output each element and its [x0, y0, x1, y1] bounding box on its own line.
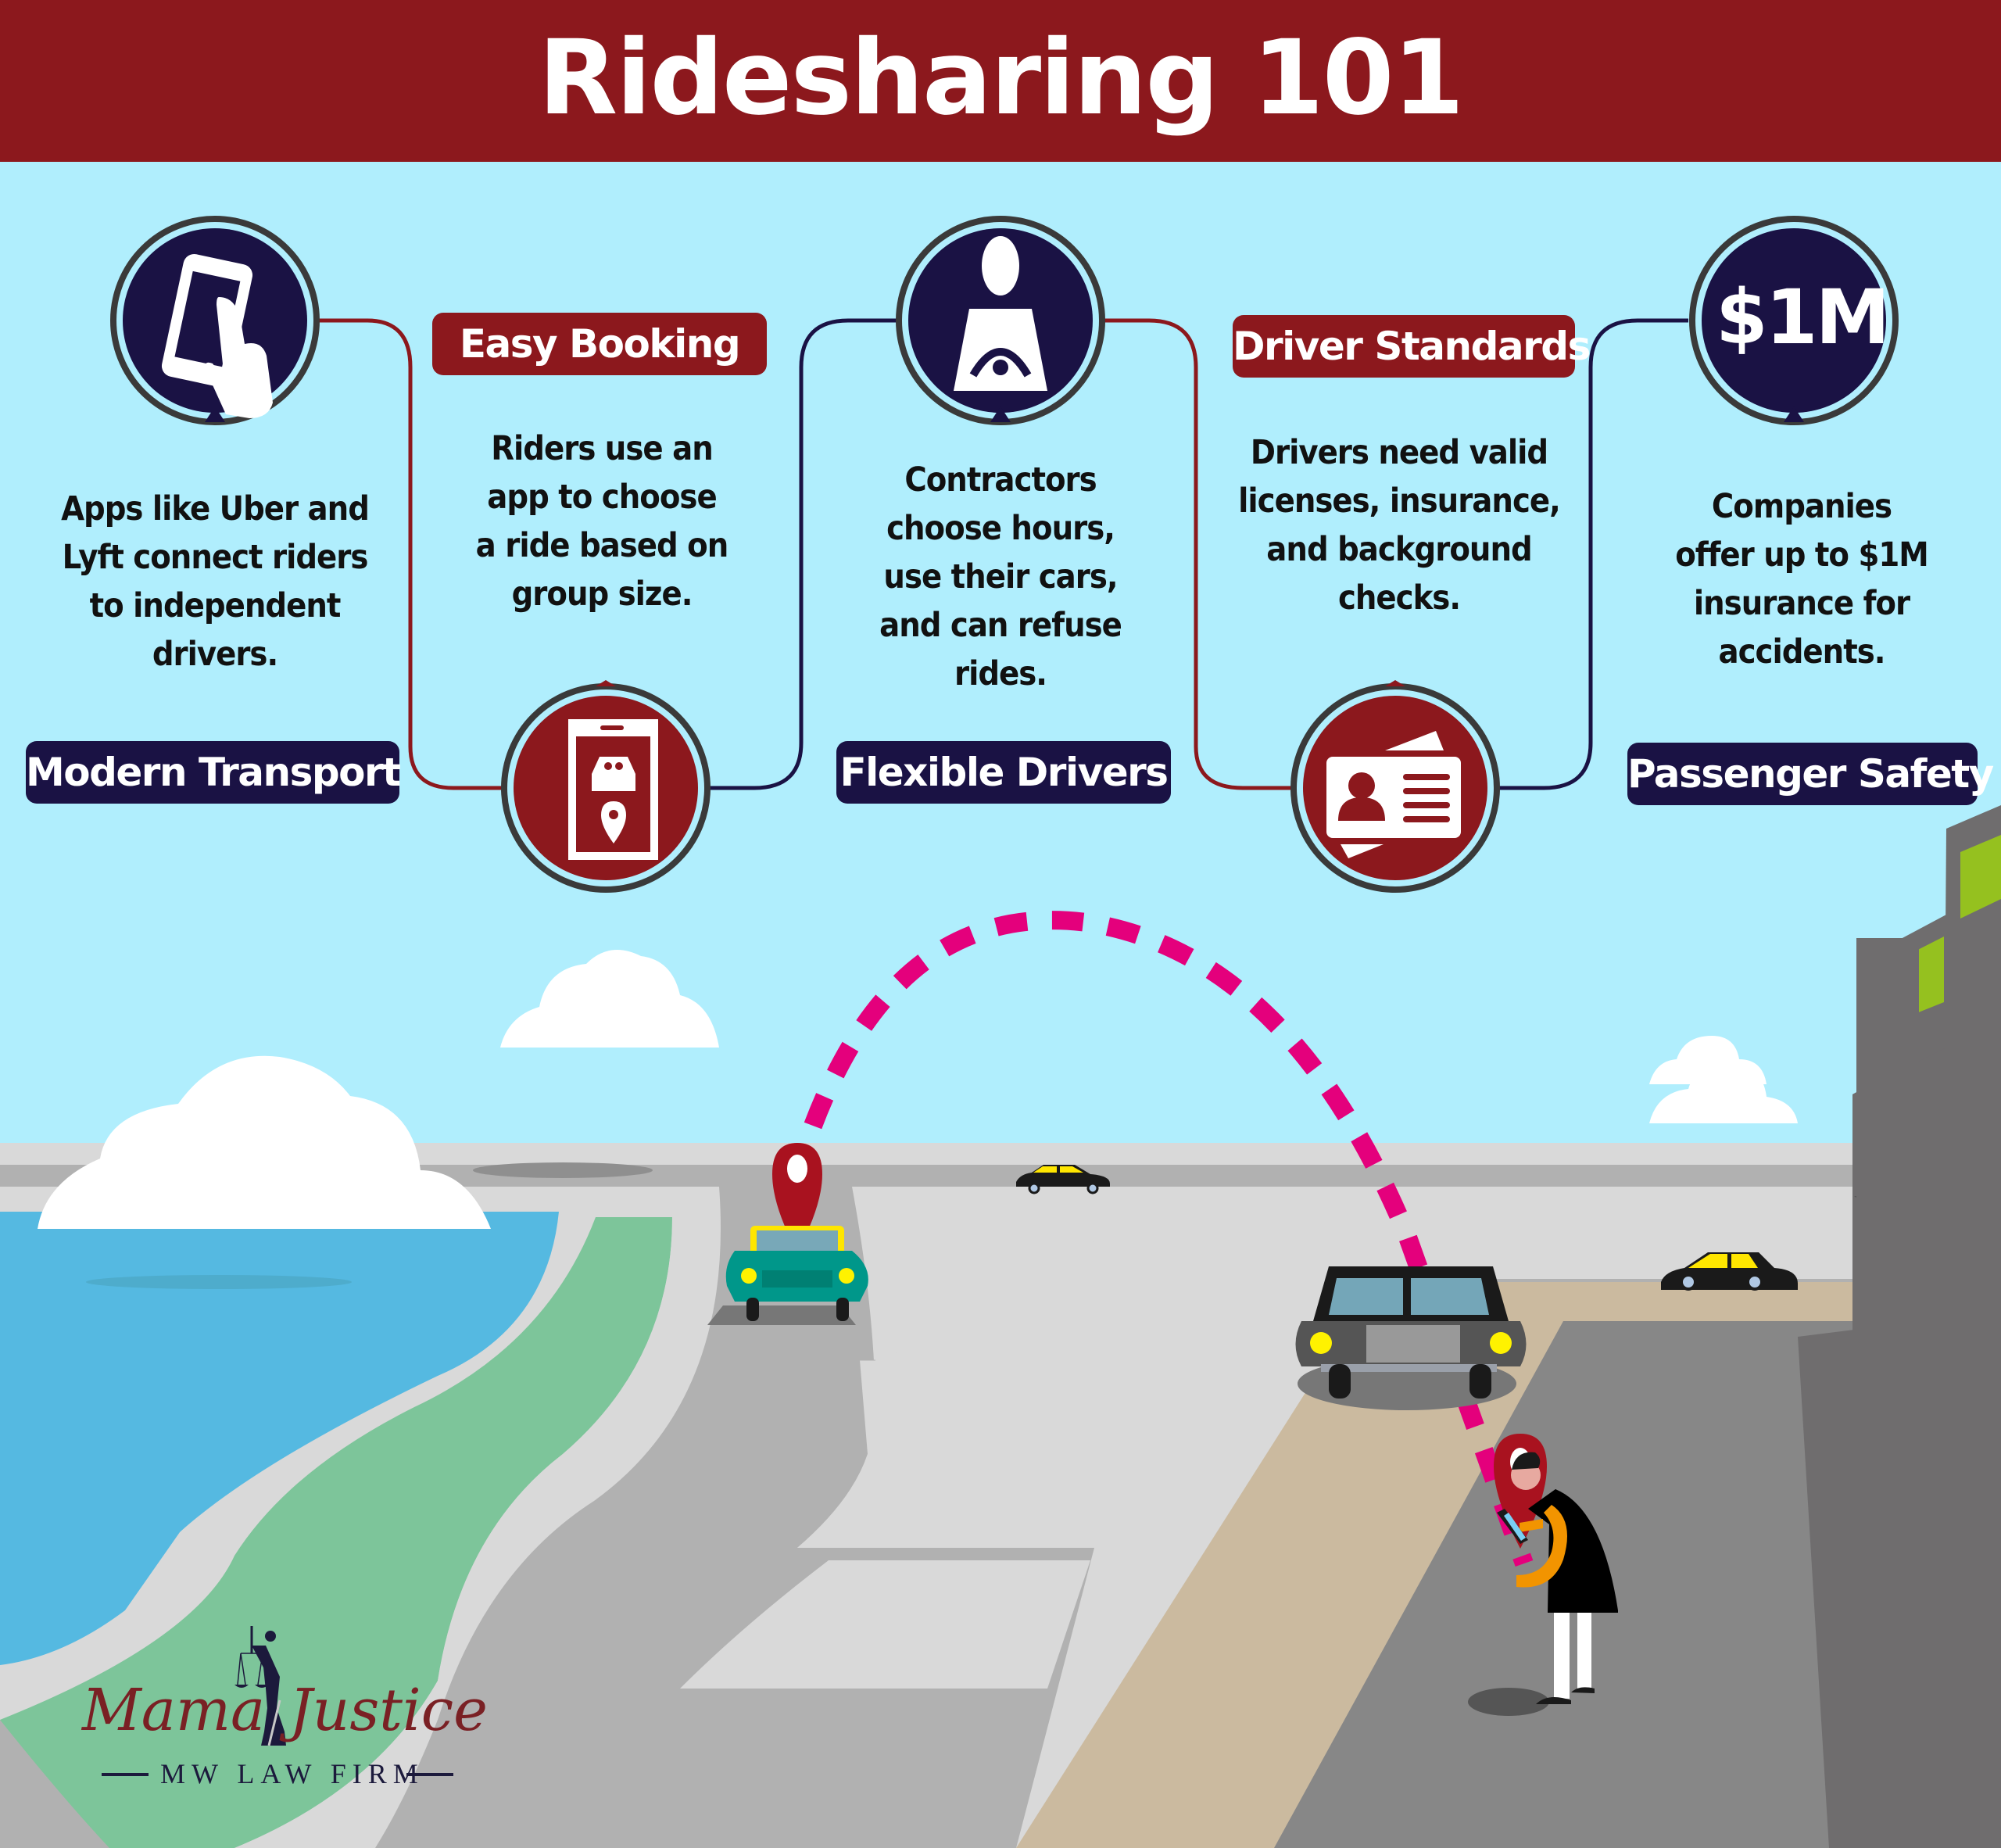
step-circle-flexible-drivers: [896, 216, 1105, 425]
teal-car-icon: [707, 1226, 868, 1325]
logo-rule-right: [406, 1773, 453, 1776]
page-title: Ridesharing 101: [538, 18, 1465, 138]
one-million-dollar-icon: $1M: [1716, 274, 1890, 361]
step-circle-modern-transport: [110, 216, 320, 425]
driver-steering-wheel-icon: [954, 236, 1047, 391]
id-card-icon: [1326, 731, 1461, 858]
description-driver-standards: Drivers need valid licenses, insurance, …: [1238, 433, 1561, 618]
building-icon: [1852, 805, 2001, 1848]
side-car-icon: [1661, 1252, 1798, 1291]
logo-name-left: Mama: [82, 1677, 266, 1744]
label-flexible-drivers: Flexible Drivers: [836, 741, 1171, 804]
label-easy-booking: Easy Booking: [432, 313, 767, 375]
description-flexible-drivers: Contractors choose hours, use their cars…: [879, 460, 1122, 693]
label-driver-standards: Driver Standards: [1233, 315, 1591, 378]
route-dashed-path: [804, 911, 1534, 1567]
header-banner: Ridesharing 101: [0, 0, 2001, 162]
phone-car-location-icon: [568, 719, 658, 860]
step-circle-passenger-safety: [1689, 216, 1899, 425]
logo-name-right: Justice: [289, 1677, 488, 1744]
location-pin-icon: [772, 1143, 822, 1252]
label-modern-transport: Modern Transport: [26, 741, 401, 804]
description-modern-transport: Apps like Uber and Lyft connect riders t…: [61, 489, 370, 674]
phone-tap-icon: [161, 253, 273, 418]
step-circle-driver-standards: [1290, 680, 1500, 893]
description-passenger-safety: Companies offer up to $1M insurance for …: [1675, 487, 1929, 672]
step-connectors: [110, 216, 1899, 893]
description-easy-booking: Riders use an app to choose a ride based…: [475, 429, 729, 614]
black-car-icon: [1295, 1266, 1527, 1410]
cloud-icon: [500, 950, 1798, 1123]
label-passenger-safety: Passenger Safety: [1627, 743, 1994, 805]
logo-subtitle: MW LAW FIRM: [160, 1758, 424, 1789]
small-car-icon: [1016, 1165, 1110, 1194]
step-circle-easy-booking: [501, 680, 711, 893]
lady-justice-icon: [234, 1626, 286, 1746]
ridesharing-illustration: [0, 162, 2001, 1848]
logo-rule-left: [102, 1773, 149, 1776]
person-with-tablet-icon: [1468, 1452, 1618, 1716]
